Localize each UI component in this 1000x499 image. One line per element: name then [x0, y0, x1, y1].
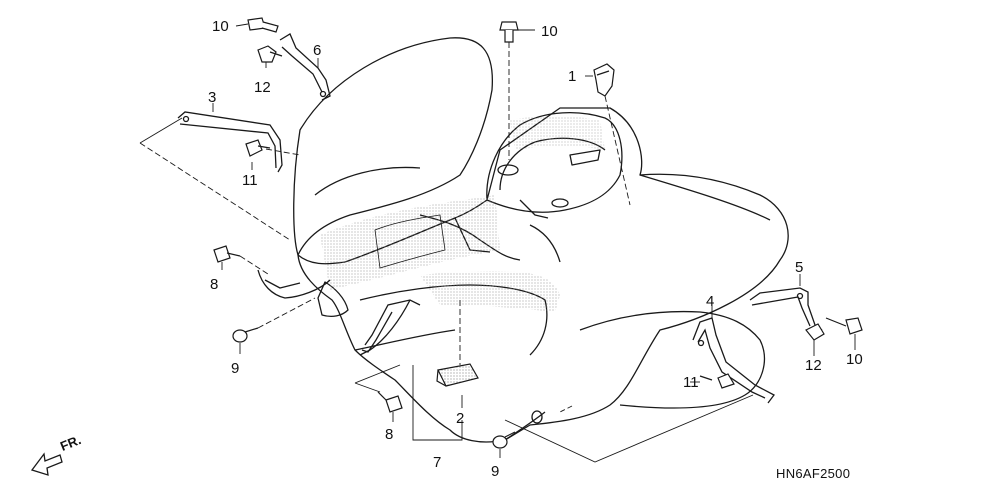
- clip-9-left: [232, 327, 259, 343]
- bolt-10-right: [825, 317, 863, 335]
- reflector: [436, 363, 479, 387]
- bolt-10-upper-left: [247, 17, 279, 33]
- mud-guard-part-7: [361, 299, 421, 353]
- bolt-8-left: [213, 245, 241, 263]
- callout-9: 9: [231, 360, 240, 377]
- bracket-part-5: [749, 287, 823, 331]
- nut-12-right: [805, 323, 825, 341]
- bracket-part-6: [279, 33, 331, 101]
- stay-part-3: [177, 111, 283, 173]
- callout-11: 11: [242, 172, 258, 189]
- callout-1: 1: [568, 68, 577, 85]
- callout-8: 8: [385, 426, 394, 443]
- front-direction-arrow: [30, 452, 63, 476]
- callout-10: 10: [541, 23, 558, 40]
- fasteners: [213, 17, 863, 449]
- bolt-11-left: [245, 139, 271, 157]
- callout-12: 12: [805, 357, 822, 374]
- bolt-10-top-center: [499, 21, 519, 43]
- callout-10: 10: [846, 351, 863, 368]
- callout-12: 12: [254, 79, 271, 96]
- bolt-8-lower: [377, 391, 403, 413]
- callout-4: 4: [706, 293, 715, 310]
- nut-12-upper-left: [257, 45, 283, 63]
- clip-9-lower: [492, 431, 516, 449]
- honda-logo-stipple: [320, 116, 605, 312]
- stay-part-4: [692, 317, 775, 404]
- callout-6: 6: [313, 42, 322, 59]
- callout-2: 2: [456, 410, 465, 427]
- leader-lines: [139, 23, 856, 463]
- callout-9: 9: [491, 463, 500, 480]
- clip-part-1: [593, 63, 615, 97]
- callout-3: 3: [208, 89, 217, 106]
- callout-5: 5: [795, 259, 804, 276]
- bolt-11-right: [699, 373, 735, 389]
- callout-8: 8: [210, 276, 219, 293]
- callout-10: 10: [212, 18, 229, 35]
- callout-11: 11: [683, 374, 699, 391]
- callout-7: 7: [433, 454, 442, 471]
- drawing-code: HN6AF2500: [776, 466, 851, 481]
